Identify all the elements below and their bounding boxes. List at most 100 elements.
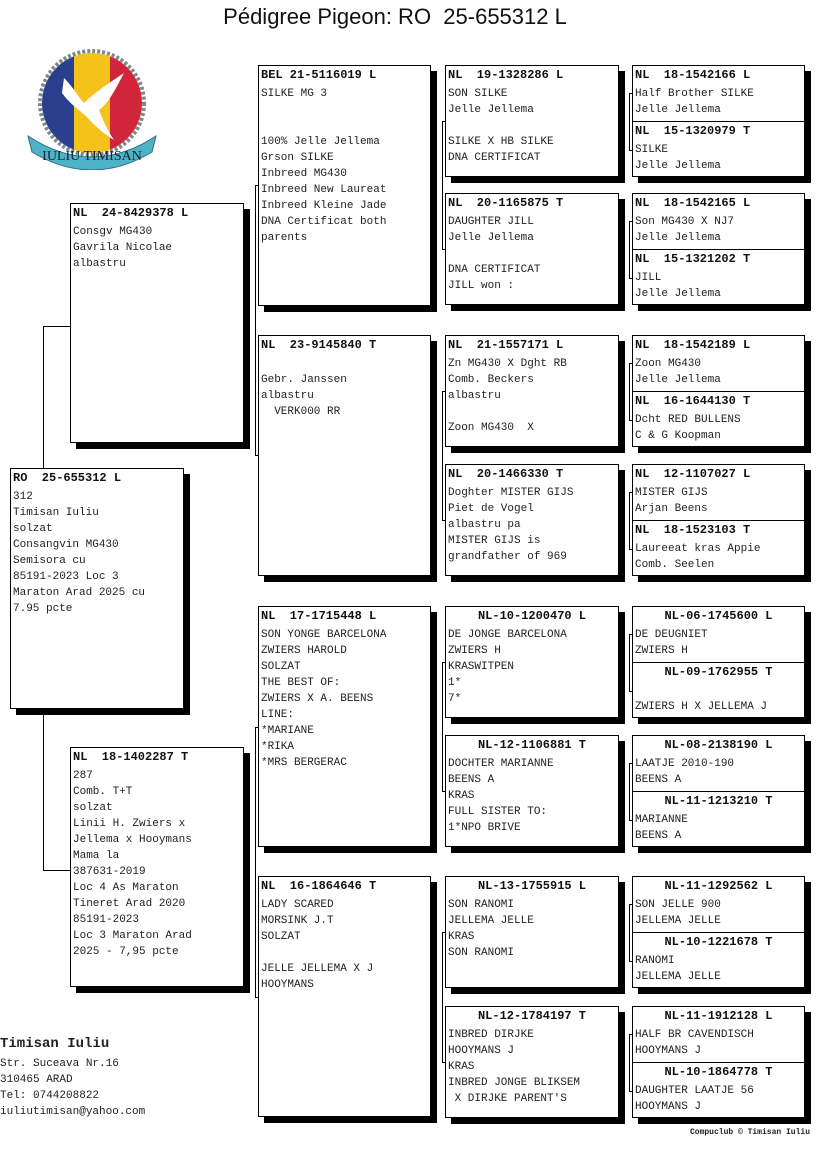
- connector-line: [629, 492, 632, 493]
- connector-line: [255, 185, 256, 455]
- card-line: parents: [261, 232, 308, 244]
- connector-line: [442, 121, 445, 122]
- card-line: Loc 3 Maraton Arad: [73, 930, 192, 942]
- card-line: LADY SCARED: [261, 899, 334, 911]
- card-line: BEENS A: [635, 830, 682, 842]
- club-logo: IULIU TIMISAN: [24, 48, 160, 171]
- connector-line: [255, 185, 258, 186]
- card-line: Inbreed MG430: [261, 168, 347, 180]
- card-line: Comb. T+T: [73, 786, 133, 798]
- card-line: 287: [73, 770, 93, 782]
- card-line: [448, 246, 616, 262]
- connector-line: [629, 1091, 632, 1092]
- ring-number: NL 16-1644130 T: [635, 394, 751, 408]
- ring-number: NL 17-1715448 L: [261, 609, 377, 623]
- card-line: MARIANNE: [635, 814, 688, 826]
- card-line: DAUGHTER JILL: [448, 216, 534, 228]
- connector-line: [442, 1062, 445, 1063]
- card-line: SILKE: [635, 144, 669, 156]
- card-line: albastru: [448, 390, 501, 402]
- card-line: Jelle Jellema: [635, 104, 721, 116]
- card-line: KRASWITPEN: [448, 661, 515, 673]
- card-line: C & G Koopman: [635, 430, 721, 442]
- copyright: Compuclub © Timisan Iuliu: [689, 1128, 810, 1137]
- card-line: Arjan Beens: [635, 503, 708, 515]
- card-line: Consangvin MG430: [13, 539, 119, 551]
- card-line: Inbreed Kleine Jade: [261, 200, 387, 212]
- card-line: [635, 683, 802, 699]
- card-line: SON YONGE BARCELONA: [261, 629, 387, 641]
- card-line: Jelle Jellema: [635, 160, 721, 172]
- card-line: Comb. Seelen: [635, 559, 715, 571]
- card-line: Zoon MG430 X: [448, 422, 534, 434]
- owner-info: Timisan Iuliu Str. Suceava Nr.16 310465 …: [0, 1034, 145, 1120]
- card-line: Comb. Beckers: [448, 374, 534, 386]
- connector-line: [442, 520, 445, 521]
- card-line: KRAS: [448, 1061, 475, 1073]
- card-line: ZWIERS X A. BEENS: [261, 693, 374, 705]
- card-line: LAATJE 2010-190: [635, 758, 735, 770]
- ring-number: NL 24-8429378 L: [73, 206, 189, 220]
- card-line: VERK000 RR: [261, 406, 341, 418]
- ring-number: NL-10-1200470 L: [477, 609, 587, 623]
- connector-line: [442, 391, 443, 520]
- card-line: X DIRJKE PARENT'S: [448, 1093, 567, 1105]
- ring-number: NL-09-1762955 T: [664, 665, 773, 679]
- card-line: INBRED JONGE BLIKSEM: [448, 1077, 581, 1089]
- card-line: Inbreed New Laureat: [261, 184, 387, 196]
- card-line: MORSINK J.T: [261, 915, 334, 927]
- card-line: Gebr. Janssen: [261, 374, 347, 386]
- owner-phone: Tel: 0744208822: [0, 1090, 100, 1102]
- card-line: Jellema x Hooymans: [73, 834, 192, 846]
- connector-line: [629, 1034, 630, 1091]
- card-line: albastru pa: [448, 519, 521, 531]
- ring-number: NL 18-1542165 L: [635, 196, 751, 210]
- card-line: 85191-2023: [73, 914, 140, 926]
- card-line: 100% Jelle Jellema: [261, 136, 380, 148]
- card-line: Doghter MISTER GIJS: [448, 487, 574, 499]
- connector-line: [629, 763, 630, 820]
- card-line: MISTER GIJS: [635, 487, 708, 499]
- card-line: KRAS: [448, 790, 475, 802]
- card-line: Zoon MG430: [635, 358, 702, 370]
- connector-line: [255, 455, 258, 456]
- card-line: ZWIERS H X JELLEMA J: [635, 701, 768, 713]
- ring-number: RO 25-655312 L: [13, 471, 122, 485]
- card-line: Linii H. Zwiers x: [73, 818, 186, 830]
- ring-number: NL 15-1321202 T: [635, 252, 751, 266]
- connector-line: [629, 1034, 632, 1035]
- connector-line: [629, 278, 632, 279]
- owner-email[interactable]: iuliutimisan@yahoo.com: [0, 1106, 146, 1118]
- card-line: ZWIERS H: [448, 645, 501, 657]
- connector-line: [629, 904, 632, 905]
- card-line: JILL won :: [448, 280, 515, 292]
- card-line: ZWIERS HAROLD: [261, 645, 347, 657]
- ring-number: NL-12-1106881 T: [477, 738, 587, 752]
- card-line: SILKE MG 3: [261, 88, 328, 100]
- card-line: 7*: [448, 693, 462, 705]
- card-line: Half Brother SILKE: [635, 88, 754, 100]
- card-line: solzat: [73, 802, 113, 814]
- ring-number: NL 23-9145840 T: [261, 338, 377, 352]
- card-line: ZWIERS H: [635, 645, 688, 657]
- card-line: Maraton Arad 2025 cu: [13, 587, 146, 599]
- ring-number: NL 18-1542189 L: [635, 338, 751, 352]
- page-title: Pédigree Pigeon: RO 25-655312 L: [223, 4, 567, 29]
- connector-line: [629, 363, 632, 364]
- ring-number: NL 15-1320979 T: [635, 124, 751, 138]
- card-line: [448, 118, 616, 134]
